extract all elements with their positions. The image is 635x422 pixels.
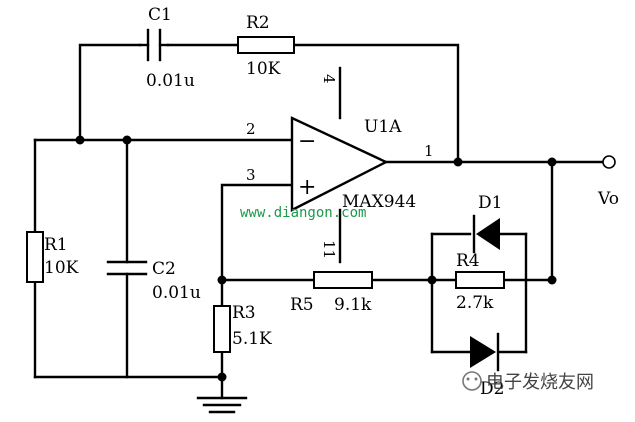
ground-icon <box>196 396 248 414</box>
capacitor-c1: C1 0.01u <box>138 5 195 91</box>
d1-ref: D1 <box>478 193 502 213</box>
pin-3-label: 3 <box>246 166 256 184</box>
opamp-u1a: − + U1A MAX944 2 3 1 4 11 <box>246 74 434 259</box>
output-terminal <box>602 155 616 169</box>
resistor-r1: R1 10K <box>26 231 79 283</box>
opamp-minus-sign: − <box>298 129 316 154</box>
r1-ref: R1 <box>44 235 68 255</box>
c2-ref: C2 <box>152 259 176 279</box>
opamp-plus-sign: + <box>298 175 316 200</box>
r4-value: 2.7k <box>456 293 494 313</box>
output-label: Vo <box>597 189 619 209</box>
r1-value: 10K <box>44 258 79 278</box>
junctions <box>75 135 557 382</box>
r5-value: 9.1k <box>334 295 372 315</box>
resistor-r5: R5 9.1k <box>290 271 373 315</box>
pin-2-label: 2 <box>246 120 256 138</box>
r2-value: 10K <box>246 59 281 79</box>
r5-ref: R5 <box>290 295 314 315</box>
watermark-url: www.diangon.com <box>240 205 366 221</box>
c1-ref: C1 <box>148 5 172 25</box>
r3-ref: R3 <box>232 303 256 323</box>
watermark-brand: 电子发烧友网 <box>462 371 594 393</box>
resistor-r4: R4 2.7k <box>455 251 505 313</box>
pin-1-label: 1 <box>424 142 434 160</box>
diode-d1: D1 <box>472 193 502 254</box>
r3-value: 5.1K <box>232 329 272 349</box>
c2-value: 0.01u <box>152 283 201 303</box>
diode-d2: D2 <box>470 332 504 399</box>
r4-ref: R4 <box>456 251 480 271</box>
d2-ref: D2 <box>480 379 504 399</box>
resistor-r3: R3 5.1K <box>213 303 272 353</box>
resistor-r2: R2 10K <box>237 13 295 79</box>
brand-logo-icon <box>462 371 482 391</box>
r2-ref: R2 <box>246 13 270 33</box>
wires <box>33 43 605 400</box>
brand-text: 电子发烧友网 <box>486 372 594 393</box>
c1-value: 0.01u <box>146 71 195 91</box>
pin-4-label: 4 <box>320 74 338 84</box>
opamp-part: MAX944 <box>342 192 416 212</box>
opamp-ref: U1A <box>364 117 402 137</box>
pin-11-label: 11 <box>320 240 338 259</box>
capacitor-c2: C2 0.01u <box>106 259 201 303</box>
